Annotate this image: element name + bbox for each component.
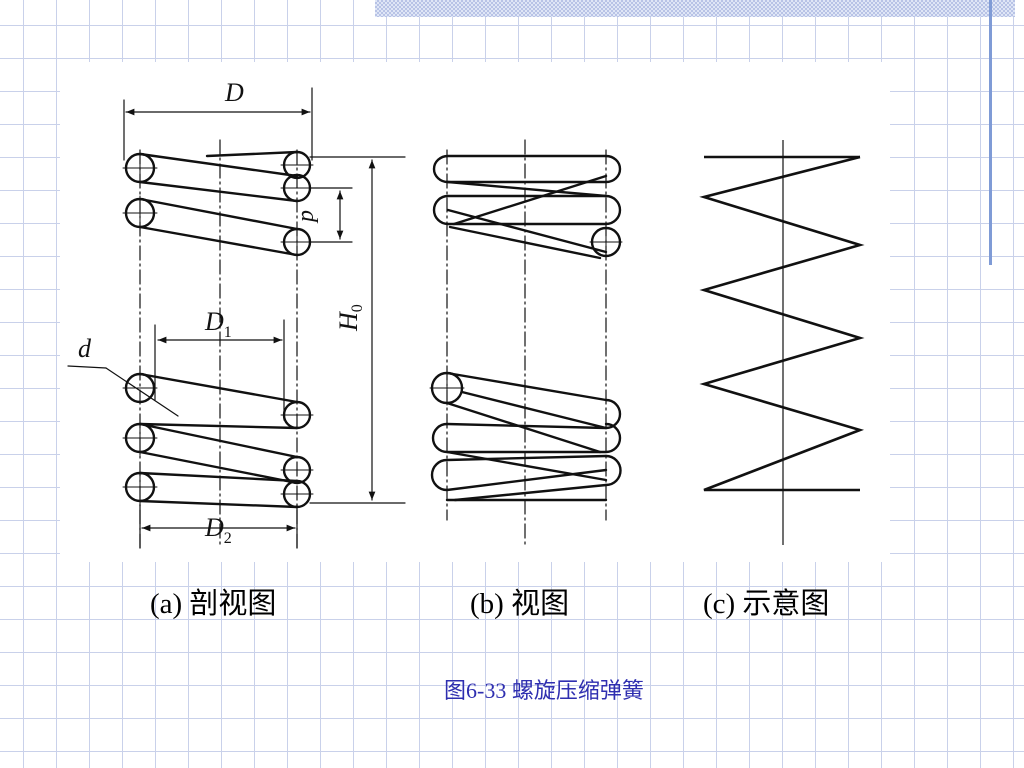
schematic-view	[699, 140, 865, 545]
caption-sectional-view: (a) 剖视图	[150, 588, 277, 620]
slide-decoration-rule	[989, 0, 992, 265]
label-H0: H0	[334, 304, 366, 332]
label-p: p	[293, 210, 319, 224]
label-D1: D1	[204, 307, 232, 341]
drawing-panel	[60, 62, 890, 562]
caption-schematic-view: (c) 示意图	[703, 588, 830, 620]
label-D2: D2	[204, 513, 232, 547]
label-d: d	[78, 334, 92, 363]
external-view	[429, 139, 623, 546]
figure-title: 图6-33 螺旋压缩弹簧	[444, 678, 644, 703]
caption-external-view: (b) 视图	[470, 588, 570, 620]
slide-decoration-band	[375, 0, 1015, 17]
sectional-view	[67, 87, 406, 551]
label-D: D	[224, 78, 244, 107]
